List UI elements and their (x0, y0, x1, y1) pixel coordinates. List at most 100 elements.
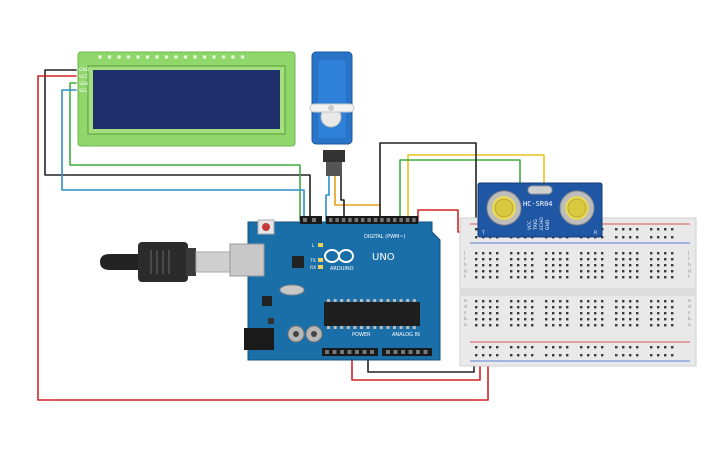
bb-hole (622, 276, 625, 279)
bb-hole (475, 306, 478, 309)
bb-hole (657, 270, 660, 273)
bb-hole (545, 346, 548, 349)
lcd-hole (240, 55, 245, 59)
header-pin (423, 350, 428, 354)
bb-hole (650, 228, 653, 231)
bb-hole (594, 312, 597, 315)
breadboard-holes (475, 228, 674, 357)
bb-hole (594, 270, 597, 273)
bb-hole (650, 354, 653, 357)
lcd-hole (221, 55, 226, 59)
usb-port (229, 243, 265, 277)
bb-hole (559, 346, 562, 349)
bb-hole (489, 324, 492, 327)
bb-hole (664, 236, 667, 239)
bb-hole (475, 300, 478, 303)
bb-hole (475, 318, 478, 321)
bb-hole (601, 318, 604, 321)
bb-hole (657, 258, 660, 261)
reset-button[interactable] (262, 223, 270, 231)
header-pin (405, 218, 410, 222)
bb-hole (671, 236, 674, 239)
bb-hole (650, 258, 653, 261)
bb-hole (622, 264, 625, 267)
bb-hole (580, 354, 583, 357)
chip-leg (373, 326, 377, 329)
bb-hole (671, 258, 674, 261)
bb-hole (482, 276, 485, 279)
bb-hole (650, 318, 653, 321)
wire-lcd-gnd (44, 69, 311, 221)
lcd-pin-vcc: VCC (79, 74, 88, 80)
bb-hole (601, 236, 604, 239)
bb-hole (650, 252, 653, 255)
bb-hole (650, 346, 653, 349)
bb-hole (650, 276, 653, 279)
bb-hole (559, 312, 562, 315)
lcd-hole (164, 55, 169, 59)
bb-hole (566, 264, 569, 267)
bb-hole (629, 324, 632, 327)
header-pin (335, 218, 339, 222)
arduino-uno[interactable]: DIGITAL (PWM~) ARDUINO UNO L TX RX POWER… (229, 216, 441, 361)
bb-hole (531, 354, 534, 357)
header-pin (401, 350, 405, 354)
bb-hole (566, 354, 569, 357)
bb-hole (615, 236, 618, 239)
bb-hole (587, 252, 590, 255)
bb-hole (552, 300, 555, 303)
bb-hole (475, 264, 478, 267)
bb-row-letter: e (464, 299, 467, 304)
bb-hole (615, 276, 618, 279)
bb-hole (636, 346, 639, 349)
bb-hole (657, 346, 660, 349)
bb-hole (531, 276, 534, 279)
ultrasonic-sensor[interactable]: HC-SR04 T R VCC TRIG ECHO GND (477, 182, 603, 238)
bb-hole (587, 258, 590, 261)
bb-hole (559, 258, 562, 261)
wire-lcd-sda (69, 82, 301, 221)
bb-hole (671, 270, 674, 273)
sensor-corner-t: T (481, 230, 485, 236)
header-pin (332, 350, 337, 354)
servo-motor[interactable] (309, 51, 355, 176)
bb-row-letter: a (464, 323, 467, 328)
bb-hole (510, 324, 513, 327)
bb-hole (510, 312, 513, 315)
bb-hole (601, 346, 604, 349)
wire-sensor-gnd (379, 142, 477, 233)
led-rx-label: RX (310, 265, 316, 271)
bb-hole (517, 276, 520, 279)
bb-hole (524, 324, 527, 327)
bb-hole (475, 270, 478, 273)
bb-hole (559, 318, 562, 321)
bb-row-letter: b (464, 316, 467, 322)
lcd-hole (231, 55, 235, 59)
lcd-module[interactable]: GND VCC SDA SCL (77, 51, 296, 147)
bb-hole (601, 324, 604, 327)
bb-hole (601, 270, 604, 273)
bb-hole (482, 346, 485, 349)
bb-hole (482, 324, 485, 327)
chip-leg (373, 299, 377, 302)
chip-leg (327, 299, 330, 302)
lcd-hole (136, 55, 140, 59)
bb-hole (475, 276, 478, 279)
bb-hole (629, 270, 632, 273)
bb-hole (566, 252, 569, 255)
lcd-hole (126, 55, 131, 59)
bb-hole (510, 258, 513, 261)
bb-hole (615, 324, 618, 327)
header-pin (370, 350, 374, 354)
bb-hole (545, 312, 548, 315)
bb-hole (650, 306, 653, 309)
bb-hole (489, 252, 492, 255)
bb-hole (524, 258, 527, 261)
chip-leg (386, 299, 390, 302)
bb-hole (622, 236, 625, 239)
bb-hole (496, 252, 499, 255)
led-l-label: L (312, 243, 315, 249)
lcd-hole (183, 55, 188, 59)
